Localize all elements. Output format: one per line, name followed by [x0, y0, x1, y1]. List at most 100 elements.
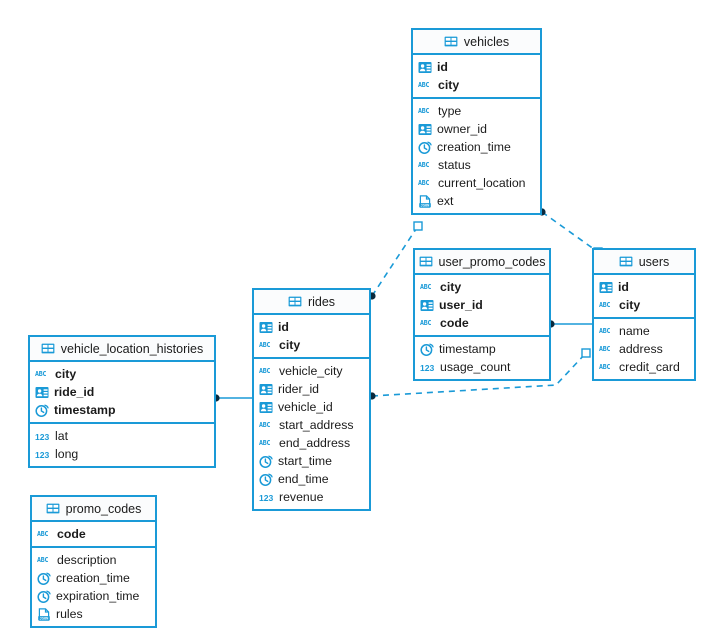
table-header-promo_codes[interactable]: promo_codes — [32, 497, 155, 522]
column-name: ride_id — [54, 385, 95, 399]
abc-string-icon: ABC — [420, 318, 432, 327]
column-name: revenue — [279, 490, 324, 504]
pk-column-id[interactable]: id — [254, 318, 369, 336]
abc-string-icon: ABC — [418, 106, 430, 115]
relationship-rides-vehicle_location_histories[interactable] — [212, 394, 252, 402]
column-start_time[interactable]: start_time — [254, 452, 369, 470]
table-title: vehicles — [463, 34, 510, 49]
table-title: users — [638, 254, 670, 269]
column-name: ext — [437, 194, 454, 208]
abc-string-icon: ABC — [599, 326, 611, 335]
abc-string-icon: ABC — [259, 340, 271, 349]
column-name: owner_id — [437, 122, 487, 136]
relationship-users-user_promo_codes[interactable] — [547, 320, 592, 328]
column-name: name — [619, 324, 650, 338]
pk-column-user_id[interactable]: user_id — [415, 296, 549, 314]
column-creation_time[interactable]: creation_time — [413, 138, 540, 156]
pk-column-city[interactable]: ABC city — [254, 336, 369, 354]
clock-icon — [259, 455, 273, 468]
table-header-vehicles[interactable]: vehicles — [413, 30, 540, 55]
table-title: user_promo_codes — [438, 254, 546, 269]
pk-column-id[interactable]: id — [413, 58, 540, 76]
column-long[interactable]: 123 long — [30, 445, 214, 463]
id-card-icon — [418, 123, 432, 136]
column-name: credit_card — [619, 360, 680, 374]
column-rider_id[interactable]: rider_id — [254, 380, 369, 398]
column-name: status — [438, 158, 471, 172]
table-header-rides[interactable]: rides — [254, 290, 369, 315]
table-title: rides — [307, 294, 336, 309]
table-header-vehicle_location_histories[interactable]: vehicle_location_histories — [30, 337, 214, 362]
123-number-icon: 123 — [420, 362, 435, 373]
column-name: long — [55, 447, 79, 461]
column-name[interactable]: ABC name — [594, 322, 694, 340]
pk-column-ride_id[interactable]: ride_id — [30, 383, 214, 401]
table-grid-icon — [41, 342, 55, 355]
id-card-icon — [418, 61, 432, 74]
column-timestamp[interactable]: timestamp — [415, 340, 549, 358]
column-name: current_location — [438, 176, 526, 190]
column-creation_time[interactable]: creation_time — [32, 569, 155, 587]
table-title: vehicle_location_histories — [60, 341, 204, 356]
column-expiration_time[interactable]: expiration_time — [32, 587, 155, 605]
table-header-users[interactable]: users — [594, 250, 694, 275]
column-name: end_address — [279, 436, 351, 450]
123-number-icon: 123 — [35, 449, 50, 460]
table-grid-icon — [419, 255, 433, 268]
abc-string-icon: ABC — [259, 420, 271, 429]
table-grid-icon — [619, 255, 633, 268]
id-card-icon — [259, 401, 273, 414]
pk-column-id[interactable]: id — [594, 278, 694, 296]
table-header-user_promo_codes[interactable]: user_promo_codes — [415, 250, 549, 275]
column-end_time[interactable]: end_time — [254, 470, 369, 488]
relationship-line — [371, 225, 419, 297]
123-number-icon: 123 — [259, 492, 274, 503]
column-revenue[interactable]: 123 revenue — [254, 488, 369, 506]
column-vehicle_id[interactable]: vehicle_id — [254, 398, 369, 416]
column-name: vehicle_id — [278, 400, 333, 414]
clock-icon — [259, 473, 273, 486]
column-name: creation_time — [437, 140, 511, 154]
column-usage_count[interactable]: 123 usage_count — [415, 358, 549, 376]
column-name: timestamp — [54, 403, 116, 417]
rides-users-to-open-square-endpoint — [581, 348, 591, 358]
column-name: city — [279, 338, 301, 352]
id-card-icon — [599, 281, 613, 294]
abc-string-icon: ABC — [599, 344, 611, 353]
column-name: usage_count — [440, 360, 511, 374]
table-grid-icon — [46, 502, 60, 515]
pk-column-timestamp[interactable]: timestamp — [30, 401, 214, 419]
column-owner_id[interactable]: owner_id — [413, 120, 540, 138]
table-grid-icon — [288, 295, 302, 308]
